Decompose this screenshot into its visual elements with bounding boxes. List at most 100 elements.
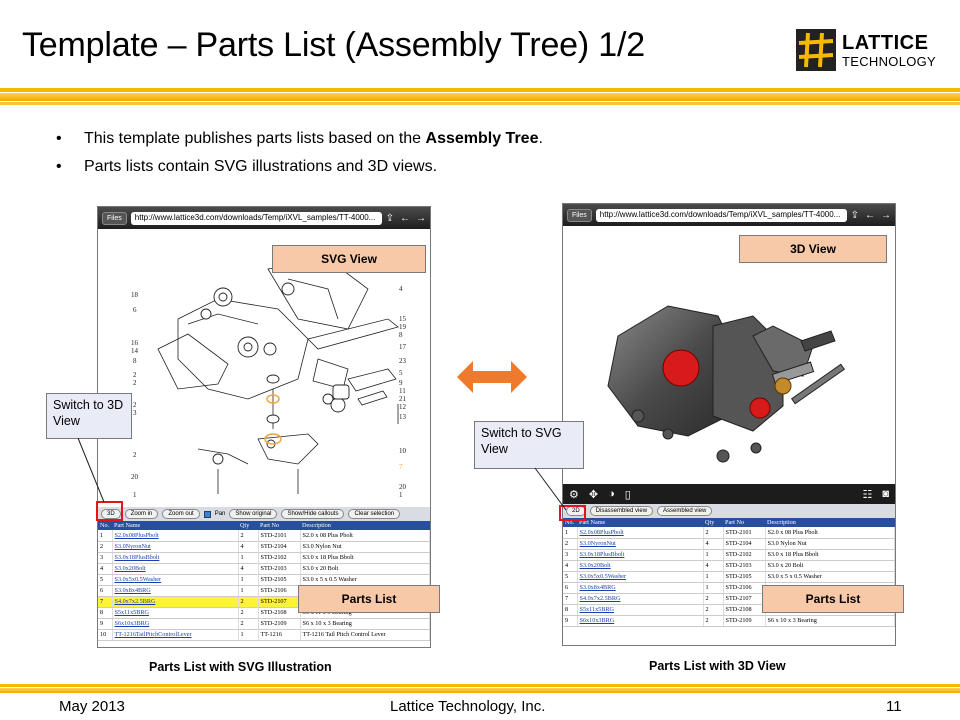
table-cell[interactable]: S3.0x20Bolt xyxy=(577,560,704,572)
table-cell[interactable]: S3.0x8x4BRG xyxy=(112,585,239,597)
back-icon[interactable]: ← xyxy=(400,212,410,224)
table-cell: STD-2103 xyxy=(258,563,301,575)
table-cell[interactable]: S4.0x7x2.5BRG xyxy=(577,593,704,605)
table-cell: S6 x 10 x 3 Bearing xyxy=(300,618,430,630)
table-cell[interactable]: S4.0x7x2.5BRG xyxy=(112,596,239,608)
assembled-view-button[interactable]: Assembled view xyxy=(657,506,713,516)
files-button[interactable]: Files xyxy=(567,208,592,222)
svg-view-tag: SVG View xyxy=(272,245,426,273)
logo-text-technology: TECHNOLOGY xyxy=(842,53,937,69)
svg-text:21: 21 xyxy=(399,395,407,403)
3d-tool-bar: ⚙ ✥ ◑ ▯ ☷ ◙ xyxy=(563,484,895,504)
tree-icon[interactable]: ☷ xyxy=(862,488,873,501)
footer-band xyxy=(0,688,960,693)
switch-3d-button[interactable]: 3D xyxy=(101,509,121,519)
table-cell[interactable]: S5x11x5BRG xyxy=(112,607,239,619)
share-icon[interactable]: ⇪ xyxy=(850,209,859,221)
svg-text:7: 7 xyxy=(399,463,403,471)
url-field[interactable]: http://www.lattice3d.com/downloads/Temp/… xyxy=(130,211,382,225)
table-cell: STD-2102 xyxy=(723,549,766,561)
table-cell[interactable]: S6x10x3BRG xyxy=(112,618,239,630)
forward-icon[interactable]: → xyxy=(881,209,891,221)
table-cell[interactable]: S3.0x8x4BRG xyxy=(577,582,704,594)
3d-controls-bar: 2D Disassembled view Assembled view xyxy=(563,504,895,518)
show-hide-callouts-button[interactable]: Show/Hide callouts xyxy=(281,509,345,519)
svg-text:9: 9 xyxy=(399,379,403,387)
table-cell[interactable]: S3.0x18PlusBbolt xyxy=(112,552,239,564)
table-cell: STD-2101 xyxy=(258,530,301,542)
parts-list-tag-right: Parts List xyxy=(762,585,904,613)
left-caption: Parts List with SVG Illustration xyxy=(149,660,332,674)
table-cell: 1 xyxy=(238,574,259,586)
table-cell: STD-2101 xyxy=(723,527,766,539)
table-cell[interactable]: S2.0x08PlusPbolt xyxy=(112,530,239,542)
svg-text:23: 23 xyxy=(399,357,407,365)
contrast-icon[interactable]: ◑ xyxy=(608,488,615,500)
table-cell[interactable]: S3.0x20Bolt xyxy=(112,563,239,575)
table-cell: 2 xyxy=(98,541,113,553)
clear-selection-button[interactable]: Clear selection xyxy=(348,509,401,519)
table-cell: STD-2103 xyxy=(723,560,766,572)
zoom-out-button[interactable]: Zoom out xyxy=(162,509,200,519)
table-cell: 1 xyxy=(98,530,113,542)
table-cell: 2 xyxy=(563,538,578,550)
show-original-button[interactable]: Show original xyxy=(229,509,278,519)
table-cell: 2 xyxy=(238,596,259,608)
gear-icon[interactable]: ⚙ xyxy=(569,488,579,501)
table-header: Part Name xyxy=(577,518,703,527)
table-cell: 2 xyxy=(238,618,259,630)
table-cell[interactable]: S3.0x5x0.5Washer xyxy=(577,571,704,583)
table-cell[interactable]: S3.0NyronNut xyxy=(577,538,704,550)
table-cell[interactable]: S3.0x5x0.5Washer xyxy=(112,574,239,586)
table-cell: 9 xyxy=(563,615,578,627)
table-cell: 2 xyxy=(238,607,259,619)
table-cell: 1 xyxy=(238,629,259,641)
disassembled-view-button[interactable]: Disassembled view xyxy=(589,506,654,516)
table-cell[interactable]: S2.0x08PlusPbolt xyxy=(577,527,704,539)
table-cell[interactable]: S5x11x5BRG xyxy=(577,604,704,616)
svg-text:6: 6 xyxy=(133,306,137,314)
pan-checkbox[interactable] xyxy=(203,510,211,518)
move-icon[interactable]: ✥ xyxy=(588,488,599,501)
svg-text:2: 2 xyxy=(133,371,137,379)
table-cell: STD-2102 xyxy=(258,552,301,564)
forward-icon[interactable]: → xyxy=(416,212,426,224)
table-cell[interactable]: S6x10x3BRG xyxy=(577,615,704,627)
table-cell[interactable]: TT-1216TailPitchControlLever xyxy=(112,629,239,641)
bullet-item: This template publishes parts lists base… xyxy=(56,130,543,148)
camera-icon[interactable]: ◙ xyxy=(882,488,889,500)
svg-text:10: 10 xyxy=(399,447,407,455)
url-field[interactable]: http://www.lattice3d.com/downloads/Temp/… xyxy=(595,208,847,222)
share-icon[interactable]: ⇪ xyxy=(385,212,394,224)
svg-text:17: 17 xyxy=(399,343,407,351)
3d-model-viewport[interactable] xyxy=(563,226,895,484)
svg-text:20: 20 xyxy=(131,473,139,481)
slide-title: Template – Parts List (Assembly Tree) 1/… xyxy=(22,26,645,64)
zoom-in-button[interactable]: Zoom in xyxy=(124,509,159,519)
files-button[interactable]: Files xyxy=(102,211,127,225)
back-icon[interactable]: ← xyxy=(865,209,875,221)
logo-text-lattice: LATTICE xyxy=(842,31,929,54)
svg-text:16: 16 xyxy=(131,339,139,347)
table-cell[interactable]: S3.0x18PlusBbolt xyxy=(577,549,704,561)
svg-text:2: 2 xyxy=(133,379,137,387)
browser-toolbar: Files http://www.lattice3d.com/downloads… xyxy=(98,207,430,229)
table-cell[interactable]: S3.0NyronNut xyxy=(112,541,239,553)
table-cell: 5 xyxy=(563,571,578,583)
document-icon[interactable]: ▯ xyxy=(624,488,631,501)
table-cell: STD-2108 xyxy=(258,607,301,619)
